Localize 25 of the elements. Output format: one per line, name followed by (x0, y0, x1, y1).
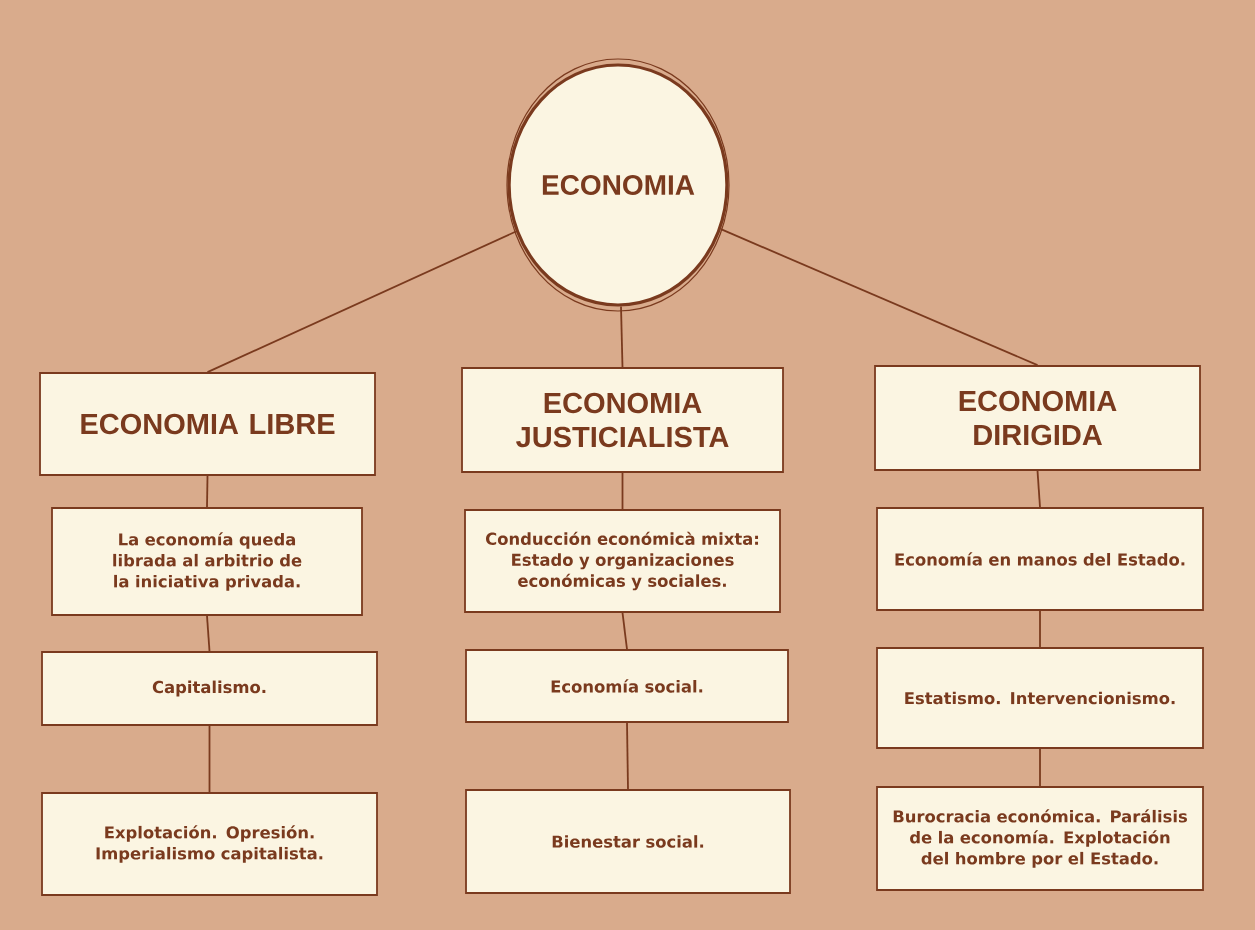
text-box: La economía queda librada al arbitrio de la iniciativa privada. (51, 507, 363, 616)
text-box: Explotación. Opresión. Imperialismo capitalista. (41, 792, 378, 896)
text-box: Bienestar social. (465, 789, 791, 894)
connector-line (206, 615, 211, 652)
connector-line (620, 305, 624, 368)
connector-line (626, 722, 629, 790)
heading-box: ECONOMIA LIBRE (39, 372, 376, 476)
heading-box: ECONOMIA DIRIGIDA (874, 365, 1201, 471)
connector-line (1039, 610, 1041, 648)
connector-line (621, 612, 628, 650)
text-box: Estatismo. Intervencionismo. (876, 647, 1204, 749)
connector-line (206, 475, 209, 508)
circle-node: ECONOMIA (507, 63, 729, 307)
text-box: Capitalismo. (41, 651, 378, 726)
text-box: Economía en manos del Estado. (876, 507, 1204, 611)
text-box: Conducción económicà mixta: Estado y organizaciones económicas y sociales. (464, 509, 781, 613)
connector-line (208, 725, 211, 793)
connector-line (621, 472, 624, 510)
text-box: Burocracia económica. Parálisis de la economía. Explotación del hombre por el Estado. (876, 786, 1204, 891)
connector-line (206, 230, 517, 373)
connector-line (720, 228, 1039, 366)
heading-box: ECONOMIA JUSTICIALISTA (461, 367, 784, 473)
connector-line (1036, 470, 1041, 508)
connector-line (1039, 748, 1041, 787)
text-box: Economía social. (465, 649, 789, 723)
